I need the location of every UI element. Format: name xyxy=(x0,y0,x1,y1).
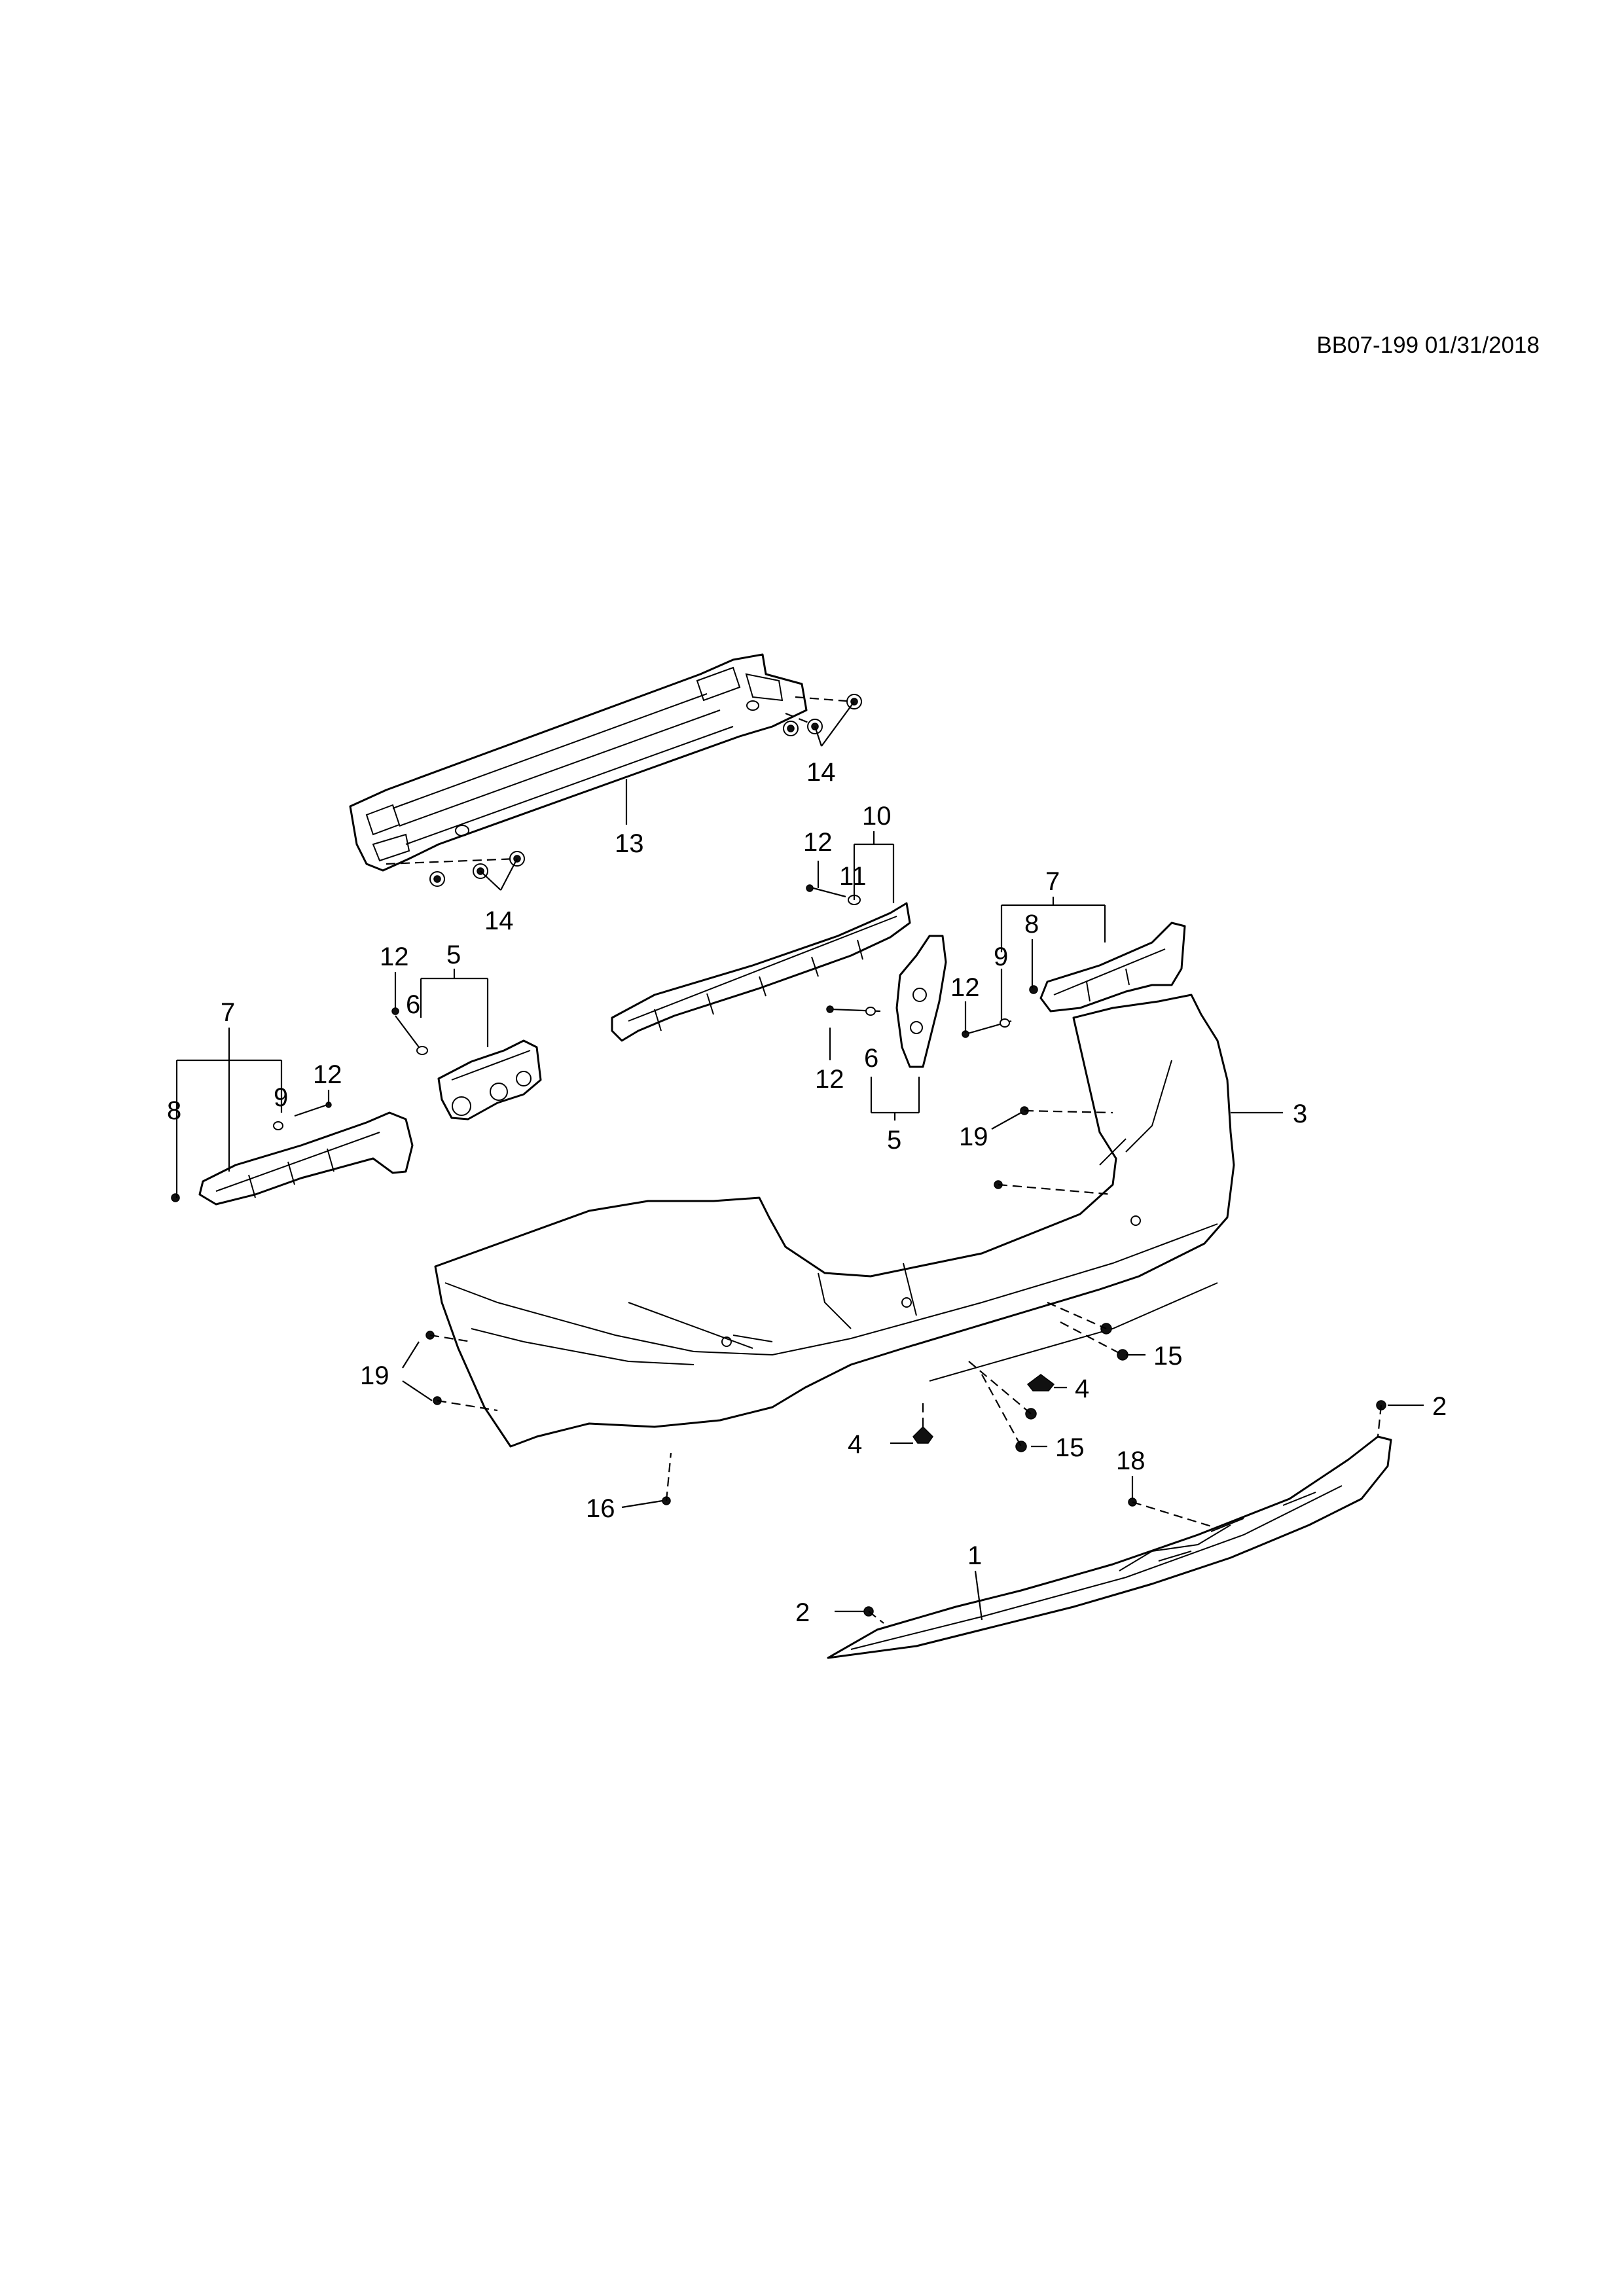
callout-2-right: 2 xyxy=(1432,1392,1447,1421)
callout-7-left: 7 xyxy=(221,998,235,1027)
callout-7-right: 7 xyxy=(1045,867,1060,896)
callout-14-bottom: 14 xyxy=(484,906,514,935)
side-bracket-right-part-7 xyxy=(1039,922,1186,1013)
callout-12-left: 12 xyxy=(313,1060,342,1089)
bumper-fascia-part-3 xyxy=(434,994,1235,1448)
callout-16: 16 xyxy=(586,1494,615,1523)
callout-18: 18 xyxy=(1116,1446,1146,1475)
callout-6-right: 6 xyxy=(864,1044,878,1073)
callout-4-left: 4 xyxy=(848,1430,862,1459)
callout-labels: 13 14 14 10 12 11 7 8 9 12 5 12 6 7 12 9… xyxy=(167,758,1447,1627)
callout-19-right: 19 xyxy=(959,1122,988,1151)
callout-8-left: 8 xyxy=(167,1096,181,1125)
callout-15-bottom: 15 xyxy=(1055,1433,1085,1462)
drawing-reference-code: BB07-199 01/31/2018 xyxy=(1316,332,1540,358)
callout-14-top: 14 xyxy=(806,758,836,787)
callout-leader-lines xyxy=(175,701,1424,1621)
bumper-fasteners-group xyxy=(425,1106,1128,1505)
callout-10: 10 xyxy=(862,802,892,831)
callout-12-left-mid: 12 xyxy=(380,942,409,971)
callout-11: 11 xyxy=(839,862,867,891)
callout-5-right: 5 xyxy=(887,1126,901,1155)
callout-13: 13 xyxy=(615,829,644,858)
callout-15-top: 15 xyxy=(1153,1342,1183,1371)
callout-4-right: 4 xyxy=(1075,1374,1089,1403)
side-bracket-left-part-7 xyxy=(198,1111,414,1206)
callout-3: 3 xyxy=(1293,1100,1307,1128)
center-bracket-part-10 xyxy=(611,902,911,1042)
callout-12-top: 12 xyxy=(803,828,833,857)
lower-valance-part-1 xyxy=(827,1400,1392,1659)
bracket-plate-right-part-5 xyxy=(895,935,947,1068)
small-fasteners-group xyxy=(171,985,1038,1202)
callout-8-right: 8 xyxy=(1024,910,1039,939)
callout-1: 1 xyxy=(967,1541,982,1570)
callout-6-left: 6 xyxy=(406,990,420,1019)
callout-5-left: 5 xyxy=(446,941,461,969)
impact-bar-part-13 xyxy=(349,653,855,872)
callout-9-right: 9 xyxy=(994,942,1008,971)
callout-12-right-low: 12 xyxy=(815,1065,844,1094)
callout-9-left: 9 xyxy=(274,1083,288,1112)
callout-12-right: 12 xyxy=(950,973,980,1002)
callout-19-left: 19 xyxy=(360,1361,389,1390)
callout-2-left: 2 xyxy=(795,1598,810,1627)
bracket-plate-left-part-5 xyxy=(437,1039,542,1121)
